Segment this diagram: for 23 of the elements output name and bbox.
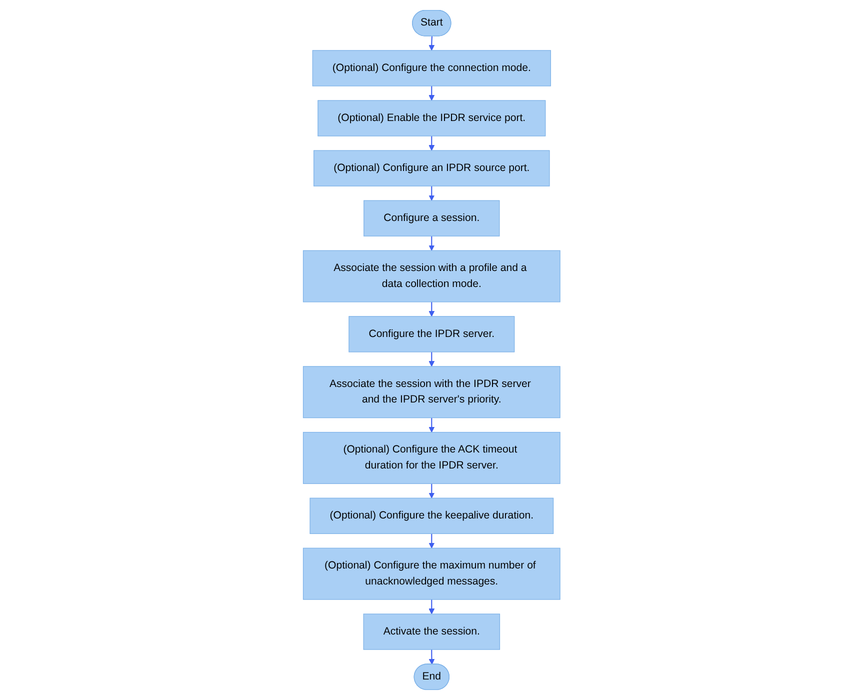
node-box: (Optional) Configure the maximum number of unacknowledged messages. <box>302 548 560 600</box>
node-box: Associate the session with a profile and a data collection mode. <box>302 250 560 302</box>
node-box: Configure a session. <box>363 200 500 236</box>
arrow <box>428 302 434 317</box>
arrow <box>428 352 434 367</box>
arrow <box>428 418 434 433</box>
arrow <box>428 36 434 51</box>
arrow <box>428 650 434 665</box>
node-box: (Optional) Configure the connection mode. <box>312 50 551 86</box>
arrow <box>428 236 434 251</box>
arrow <box>428 600 434 614</box>
node-box: Associate the session with the IPDR server and the IPDR server's priority. <box>302 366 560 418</box>
arrow <box>428 86 434 101</box>
node-box: (Optional) Configure the ACK timeout duration for the IPDR server. <box>302 432 560 484</box>
node-box: (Optional) Enable the IPDR service port. <box>317 100 546 136</box>
arrow <box>428 484 434 498</box>
node-box: Activate the session. <box>363 614 500 650</box>
node-box: Configure the IPDR server. <box>348 316 514 352</box>
arrow <box>428 136 434 151</box>
node-box: (Optional) Configure an IPDR source port. <box>313 150 550 186</box>
node-box: (Optional) Configure the keepalive duration. <box>310 498 554 534</box>
arrow <box>428 534 434 548</box>
arrow <box>428 186 434 201</box>
